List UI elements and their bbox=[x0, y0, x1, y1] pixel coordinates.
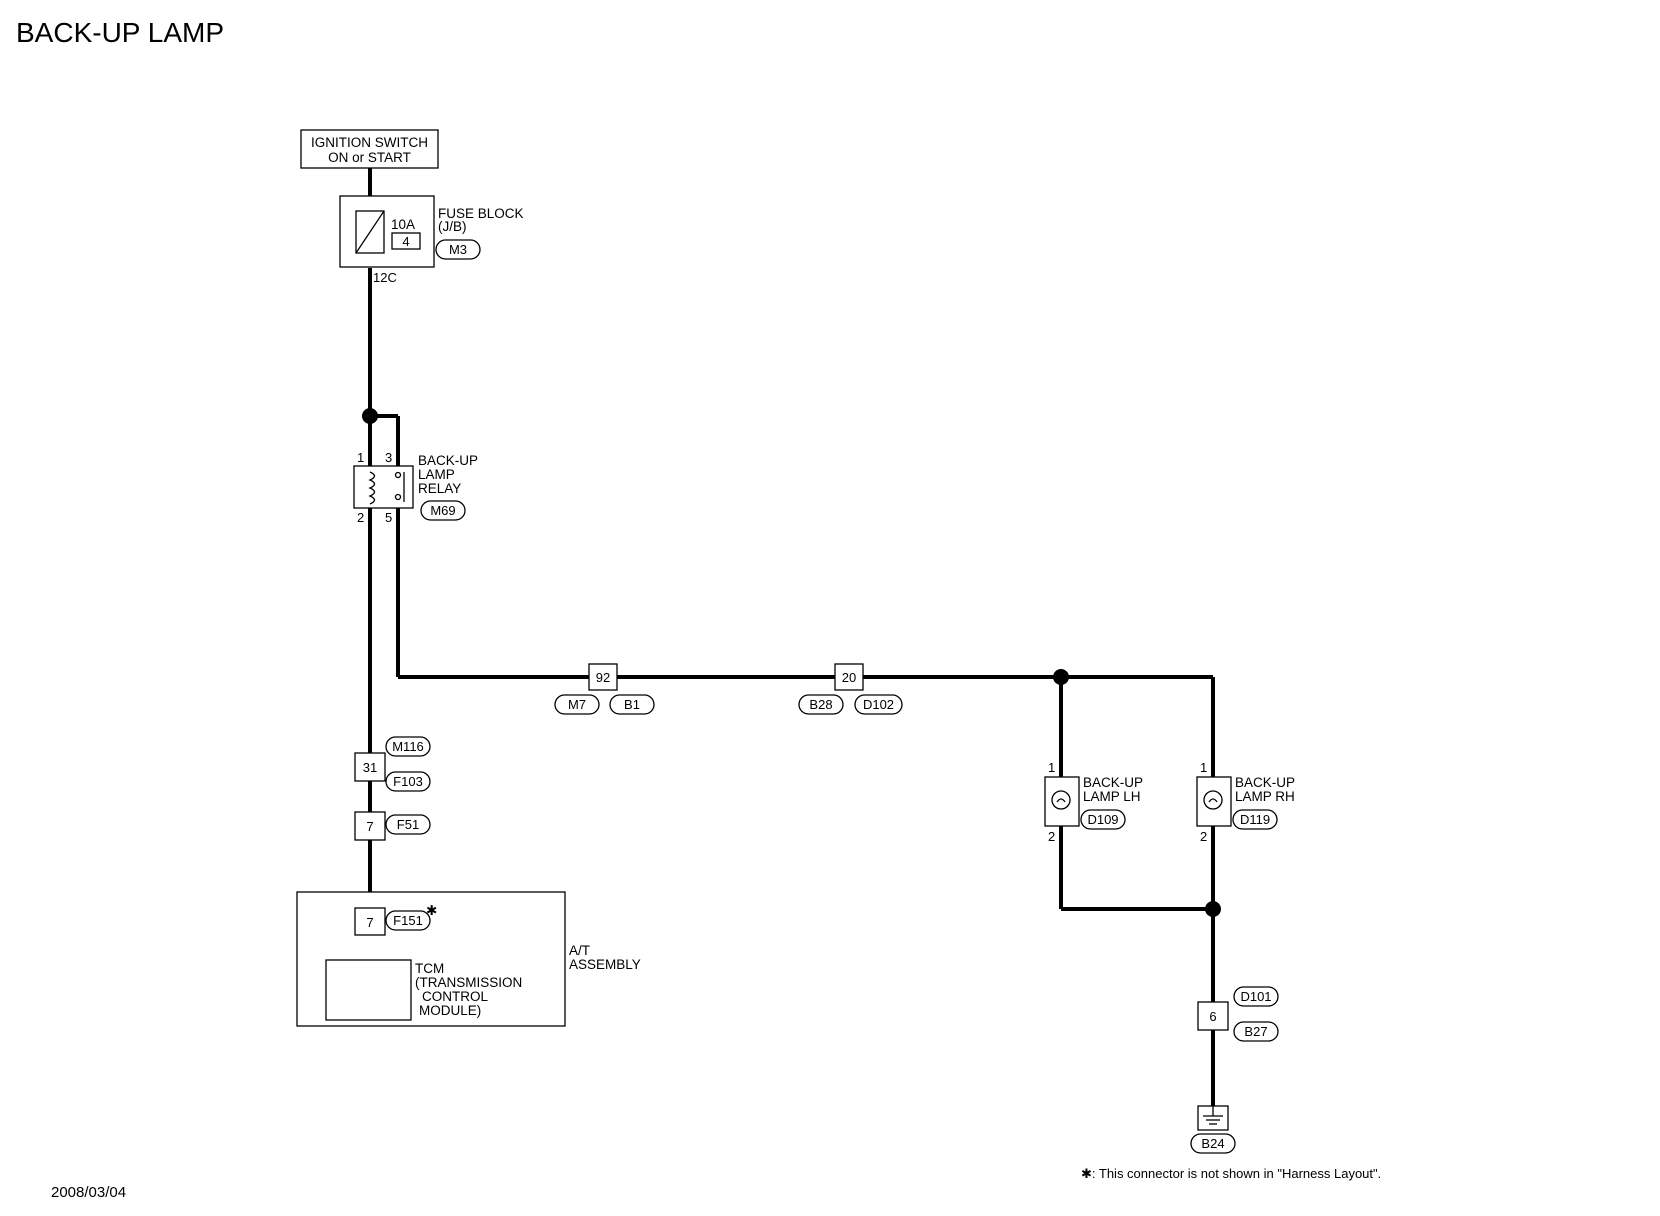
connector-tag bbox=[385, 814, 431, 835]
lamp-bulb-icon bbox=[1051, 790, 1071, 810]
connector-tag bbox=[1080, 809, 1126, 830]
relay-label-1: BACK-UP bbox=[418, 453, 478, 468]
lamp-rh-label-2: LAMP RH bbox=[1235, 789, 1295, 804]
tcm-label-3: CONTROL bbox=[422, 989, 488, 1004]
joint-connector-7: 7 F51 bbox=[354, 811, 431, 841]
relay-coil-icon bbox=[368, 471, 376, 505]
fuse-block-label: FUSE BLOCK bbox=[438, 206, 524, 221]
ignition-switch-label: IGNITION SWITCH bbox=[311, 135, 428, 150]
connector-tag bbox=[420, 500, 466, 521]
connector-tag bbox=[385, 771, 431, 792]
lamp-rh-connector: D119 bbox=[1240, 812, 1270, 827]
connector-tag bbox=[1190, 1133, 1236, 1154]
connector-tag bbox=[854, 694, 903, 715]
connector-tag bbox=[435, 239, 481, 260]
junction-dot bbox=[1053, 669, 1069, 685]
diagram-title: BACK-UP LAMP bbox=[16, 17, 224, 48]
connector-label: M7 bbox=[568, 697, 586, 712]
relay-connector: M69 bbox=[430, 503, 455, 518]
connector-label: B28 bbox=[809, 697, 832, 712]
at-label-2: ASSEMBLY bbox=[569, 957, 641, 972]
joint-pin: 20 bbox=[842, 670, 856, 685]
lamp-lh-label-1: BACK-UP bbox=[1083, 775, 1143, 790]
back-up-lamp-relay: 1 3 2 5 BACK-UP LAMP RELAY M69 bbox=[353, 450, 478, 525]
fuse-block-connector: M3 bbox=[449, 242, 467, 257]
fuse-block-jb: (J/B) bbox=[438, 219, 467, 234]
connector-label: F103 bbox=[393, 774, 423, 789]
tcm-label-1: TCM bbox=[415, 961, 444, 976]
junction-dot bbox=[362, 408, 378, 424]
back-up-lamp-rh: 1 2 BACK-UP LAMP RH D119 bbox=[1196, 760, 1295, 844]
tcm-label-2: (TRANSMISSION bbox=[415, 975, 522, 990]
joint-pin: 7 bbox=[366, 819, 373, 834]
lamp-lh-pin-1: 1 bbox=[1048, 760, 1055, 775]
lamp-rh-pin-1: 1 bbox=[1200, 760, 1207, 775]
ground-connector: B24 bbox=[1201, 1136, 1224, 1151]
joint-connector-20: 20 B28 D102 bbox=[798, 663, 903, 715]
relay-contact-icon bbox=[394, 471, 402, 479]
fuse-number: 4 bbox=[402, 234, 409, 249]
at-assembly: 7 F151 ✱ A/T ASSEMBLY TCM (TRANSMISSION … bbox=[296, 891, 641, 1027]
connector-tag bbox=[798, 694, 844, 715]
footnote: ✱: This connector is not shown in "Harne… bbox=[1081, 1166, 1381, 1181]
connector-tag bbox=[385, 736, 431, 757]
connector-label: D101 bbox=[1240, 989, 1271, 1004]
lamp-bulb-icon bbox=[1203, 790, 1223, 810]
relay-pin-1: 1 bbox=[357, 450, 364, 465]
back-up-lamp-lh: 1 2 BACK-UP LAMP LH D109 bbox=[1044, 760, 1143, 844]
tcm-label-4: MODULE) bbox=[419, 1003, 481, 1018]
relay-pin-3: 3 bbox=[385, 450, 392, 465]
at-connector: F151 bbox=[393, 913, 423, 928]
lamp-lh-connector: D109 bbox=[1087, 812, 1118, 827]
connector-label: D102 bbox=[863, 697, 894, 712]
diagram-date: 2008/03/04 bbox=[51, 1184, 126, 1201]
ground: B24 bbox=[1190, 1105, 1236, 1154]
at-label-1: A/T bbox=[569, 943, 590, 958]
relay-label-3: RELAY bbox=[418, 481, 461, 496]
connector-tag bbox=[554, 694, 600, 715]
tcm-module bbox=[325, 959, 412, 1021]
relay-pin-2: 2 bbox=[357, 510, 364, 525]
fuse-block: 10A 4 12C FUSE BLOCK (J/B) M3 bbox=[339, 195, 524, 285]
ignition-switch: IGNITION SWITCH ON or START bbox=[300, 129, 439, 169]
fuse-terminal: 12C bbox=[373, 270, 397, 285]
connector-tag bbox=[1233, 986, 1279, 1007]
joint-connector-6: D101 6 B27 bbox=[1197, 986, 1279, 1042]
connector-label: B1 bbox=[624, 697, 640, 712]
joint-pin: 6 bbox=[1209, 1009, 1216, 1024]
junction-dot bbox=[1205, 901, 1221, 917]
lamp-lh-pin-2: 2 bbox=[1048, 829, 1055, 844]
ignition-switch-state: ON or START bbox=[328, 150, 411, 165]
lamp-rh-label-1: BACK-UP bbox=[1235, 775, 1295, 790]
fuse-rating: 10A bbox=[391, 217, 415, 232]
connector-tag bbox=[609, 694, 655, 715]
joint-connector-31: M116 31 F103 bbox=[354, 736, 431, 792]
joint-connector-92: 92 M7 B1 bbox=[554, 663, 655, 715]
joint-pin: 31 bbox=[363, 760, 377, 775]
joint-pin: 92 bbox=[596, 670, 610, 685]
relay-label-2: LAMP bbox=[418, 467, 455, 482]
connector-label: F51 bbox=[397, 817, 419, 832]
connector-tag bbox=[1232, 809, 1278, 830]
connector-label: B27 bbox=[1244, 1024, 1267, 1039]
lamp-lh-label-2: LAMP LH bbox=[1083, 789, 1141, 804]
lamp-rh-pin-2: 2 bbox=[1200, 829, 1207, 844]
star-icon: ✱ bbox=[426, 903, 437, 918]
connector-tag bbox=[385, 910, 431, 931]
at-pin: 7 bbox=[366, 915, 373, 930]
relay-pin-5: 5 bbox=[385, 510, 392, 525]
connector-tag bbox=[1233, 1021, 1279, 1042]
connector-label: M116 bbox=[392, 739, 424, 754]
